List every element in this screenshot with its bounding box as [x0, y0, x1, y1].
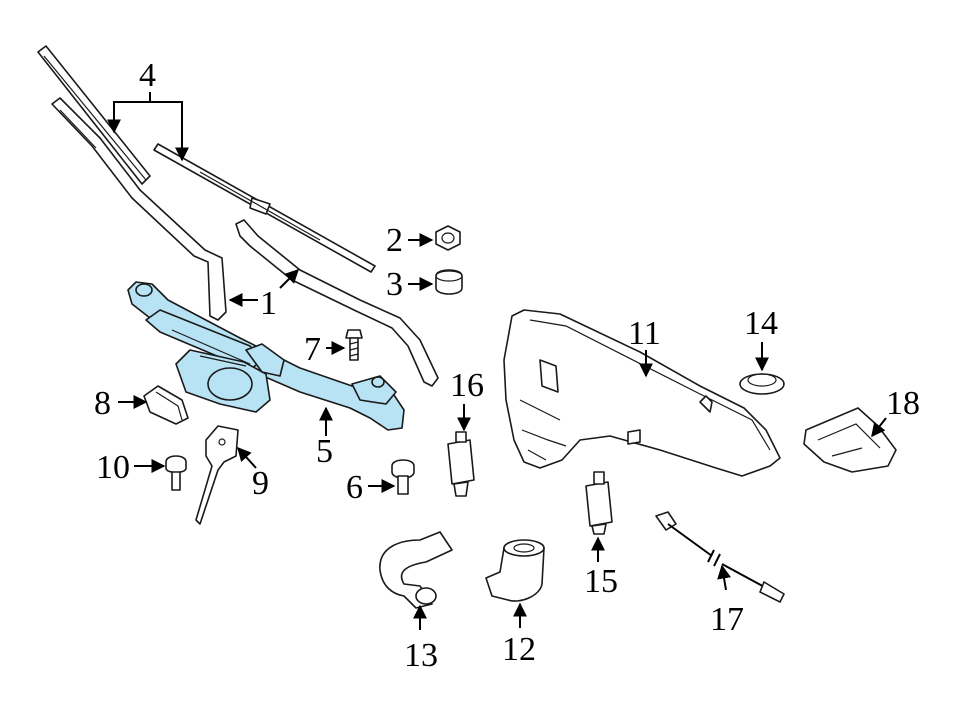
reservoir-cap[interactable] — [739, 373, 785, 395]
reservoir-bracket[interactable] — [803, 407, 897, 473]
callout-10: 10 — [96, 449, 130, 486]
nut[interactable] — [435, 225, 461, 251]
callout-lines — [107, 92, 887, 630]
bracket[interactable] — [195, 425, 239, 525]
cap[interactable] — [435, 269, 463, 295]
callout-11: 11 — [628, 315, 661, 352]
washer-pump-15[interactable] — [585, 471, 613, 535]
wiper-blade-left[interactable] — [37, 45, 151, 185]
callout-3: 3 — [386, 266, 403, 303]
callout-17: 17 — [710, 601, 744, 638]
callout-2: 2 — [386, 222, 403, 259]
bolt-6[interactable] — [391, 459, 415, 495]
callout-18: 18 — [886, 385, 920, 422]
callout-1: 1 — [260, 285, 277, 322]
callout-12: 12 — [502, 631, 536, 668]
callout-8: 8 — [94, 385, 111, 422]
wiper-arm-right[interactable] — [235, 219, 439, 387]
grommet-12[interactable] — [485, 539, 545, 602]
callout-16: 16 — [450, 367, 484, 404]
bolt-10[interactable] — [165, 455, 187, 491]
callout-13: 13 — [404, 637, 438, 674]
wiper-linkage[interactable] — [127, 281, 405, 431]
callout-4: 4 — [139, 57, 156, 94]
wiper-arm-left[interactable] — [51, 97, 227, 321]
washer-reservoir[interactable] — [503, 309, 781, 477]
callout-7: 7 — [304, 331, 321, 368]
callout-6: 6 — [346, 469, 363, 506]
callout-9: 9 — [252, 465, 269, 502]
washer-pump-16[interactable] — [447, 431, 475, 497]
washer-hose[interactable] — [655, 511, 785, 603]
hose-13[interactable] — [379, 531, 453, 609]
callout-5: 5 — [316, 433, 333, 470]
callout-15: 15 — [584, 563, 618, 600]
callout-14: 14 — [744, 305, 778, 342]
bolt-7[interactable] — [345, 329, 363, 361]
wiper-blade-right[interactable] — [153, 143, 376, 273]
connector[interactable] — [143, 385, 189, 425]
